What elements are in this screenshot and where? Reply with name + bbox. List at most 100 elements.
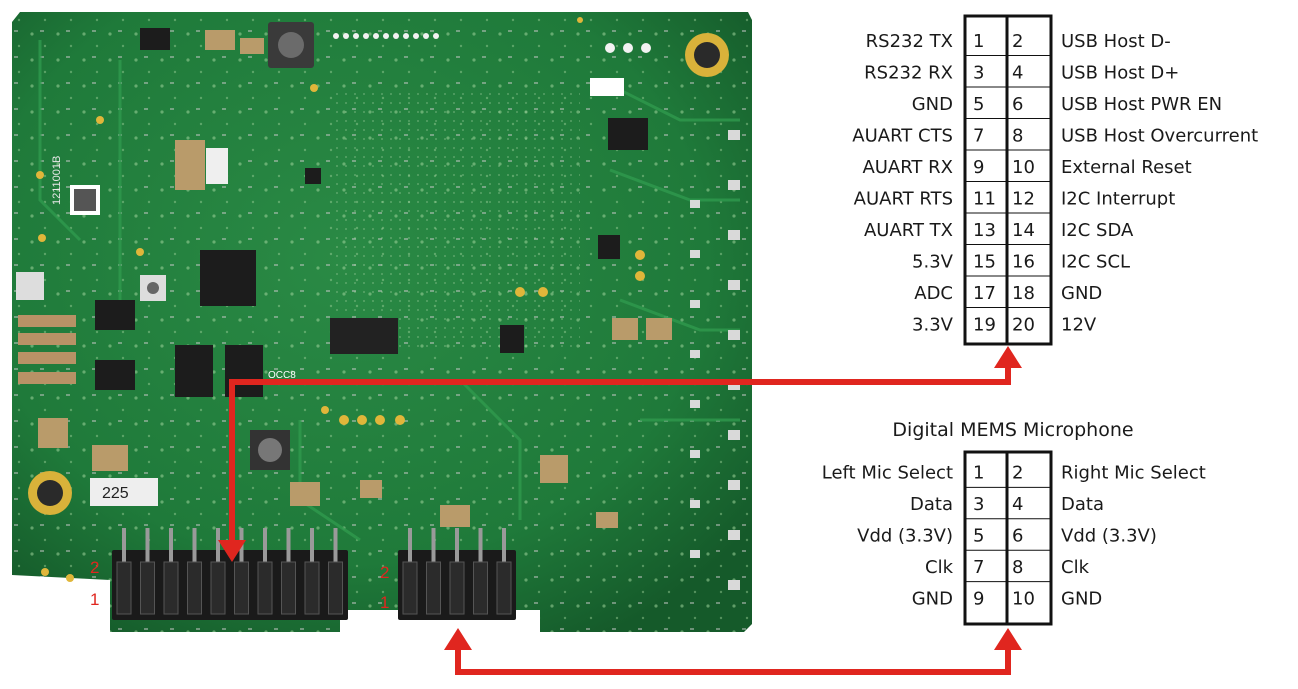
main-pin-right-pin: 4 [1012,62,1023,83]
arrow-main-header [229,366,1011,545]
header-pin-housing [210,561,226,615]
header-pin-housing [328,561,343,615]
part-marking-occ8: OCC8 [268,370,296,381]
header-pin-housing [496,561,512,615]
header-20-pin [112,528,348,620]
main-pin-right-pin: 2 [1012,31,1023,52]
mic-pin-left-pin: 7 [973,557,984,578]
main-pin-left-pin: 17 [973,283,996,304]
main-pin-left-label: AUART RTS [854,188,953,209]
header-pin-housing [304,561,320,615]
main-pin-left-label: AUART CTS [852,125,953,146]
header-pin-housing [187,561,202,615]
mic-pin-left-pin: 5 [973,526,984,547]
main-pin-right-pin: 12 [1012,188,1035,209]
mic-pin-right-pin: 4 [1012,494,1023,515]
main-pin-right-pin: 8 [1012,125,1023,146]
arrow-mic-header [455,648,1011,675]
pcb-board: 2 1 2 1 225 OCC8 1211001B [12,12,752,632]
mic-pin-right-label: Right Mic Select [1061,463,1206,484]
header-pin-housing [140,561,155,615]
main-pin-right-pin: 10 [1012,157,1035,178]
gold-vias [36,17,645,582]
serial-marking: 1211001B [51,156,63,205]
main-pin-right-label: USB Host PWR EN [1061,94,1222,115]
main-pin-right-label: USB Host D- [1061,31,1171,52]
main-pin-left-label: AUART TX [864,220,953,241]
header-pin-housing [402,561,418,615]
header-10-row2-label: 2 [380,563,389,582]
main-pin-right-pin: 16 [1012,251,1035,272]
main-pin-left-label: GND [912,94,953,115]
mic-pin-right-pin: 2 [1012,463,1023,484]
main-pin-right-label: USB Host D+ [1061,62,1179,83]
mic-pin-left-pin: 9 [973,588,984,609]
header-pin-housing [257,561,273,615]
main-pin-right-pin: 20 [1012,314,1035,335]
main-pin-left-label: RS232 TX [866,31,953,52]
arrow-head-table-main [994,346,1022,368]
main-pin-left-label: RS232 RX [864,62,953,83]
main-pin-left-pin: 7 [973,125,984,146]
header-20-row2-label: 2 [90,558,99,577]
header-pin-housing [426,561,441,615]
main-pin-left-pin: 3 [973,62,984,83]
mic-pin-right-label: GND [1061,588,1102,609]
mic-pin-left-label: Data [910,494,953,515]
main-pin-left-label: 3.3V [912,314,954,335]
header-pin-housing [281,561,296,615]
mic-pin-left-label: GND [912,588,953,609]
main-pin-left-pin: 15 [973,251,996,272]
main-pin-left-pin: 9 [973,157,984,178]
top-pad-row [333,33,651,53]
mic-pin-left-label: Clk [925,557,954,578]
mic-pin-left-label: Left Mic Select [822,463,953,484]
main-pin-left-pin: 13 [973,220,996,241]
header-pin-housing [234,561,249,615]
main-pin-left-label: 5.3V [912,251,954,272]
mic-pin-right-pin: 6 [1012,526,1023,547]
header-pin-housing [449,561,465,615]
header-pin-housing [163,561,179,615]
arrow-head-table-mic [994,628,1022,650]
pcb-components [16,22,672,528]
mic-pin-left-pin: 1 [973,463,984,484]
main-pin-left-pin: 11 [973,188,996,209]
bga-via-field [330,90,580,350]
header-20-row1-label: 1 [90,590,99,609]
header-pin-housing [473,561,488,615]
mic-pin-left-label: Vdd (3.3V) [857,526,953,547]
main-pin-left-label: ADC [914,283,953,304]
main-pin-right-label: I2C SDA [1061,220,1134,241]
header-10-row1-label: 1 [380,593,389,612]
main-pin-right-label: External Reset [1061,157,1192,178]
arrow-head-board-mic [444,628,472,650]
main-pin-right-label: I2C SCL [1061,251,1130,272]
mic-pin-right-label: Clk [1061,557,1090,578]
right-edge-pads [690,130,740,590]
header-pin-housing [116,561,132,615]
mounting-holes [28,33,729,515]
main-pin-left-pin: 5 [973,94,984,115]
arrow-head-board-main [218,540,246,562]
mic-pin-left-pin: 3 [973,494,984,515]
main-pin-left-pin: 1 [973,31,984,52]
main-pin-right-label: I2C Interrupt [1061,188,1175,209]
main-pin-right-pin: 14 [1012,220,1035,241]
main-pin-left-label: AUART RX [862,157,953,178]
mic-pin-right-label: Data [1061,494,1104,515]
main-pin-right-label: GND [1061,283,1102,304]
main-pin-right-label: USB Host Overcurrent [1061,125,1258,146]
mic-pin-right-pin: 10 [1012,588,1035,609]
main-pin-left-pin: 19 [973,314,996,335]
main-pin-right-label: 12V [1061,314,1097,335]
main-pin-right-pin: 6 [1012,94,1023,115]
mic-connector-title: Digital MEMS Microphone [892,419,1133,441]
main-pin-right-pin: 18 [1012,283,1035,304]
mic-pin-right-label: Vdd (3.3V) [1061,526,1157,547]
header-10-pin [398,528,516,620]
